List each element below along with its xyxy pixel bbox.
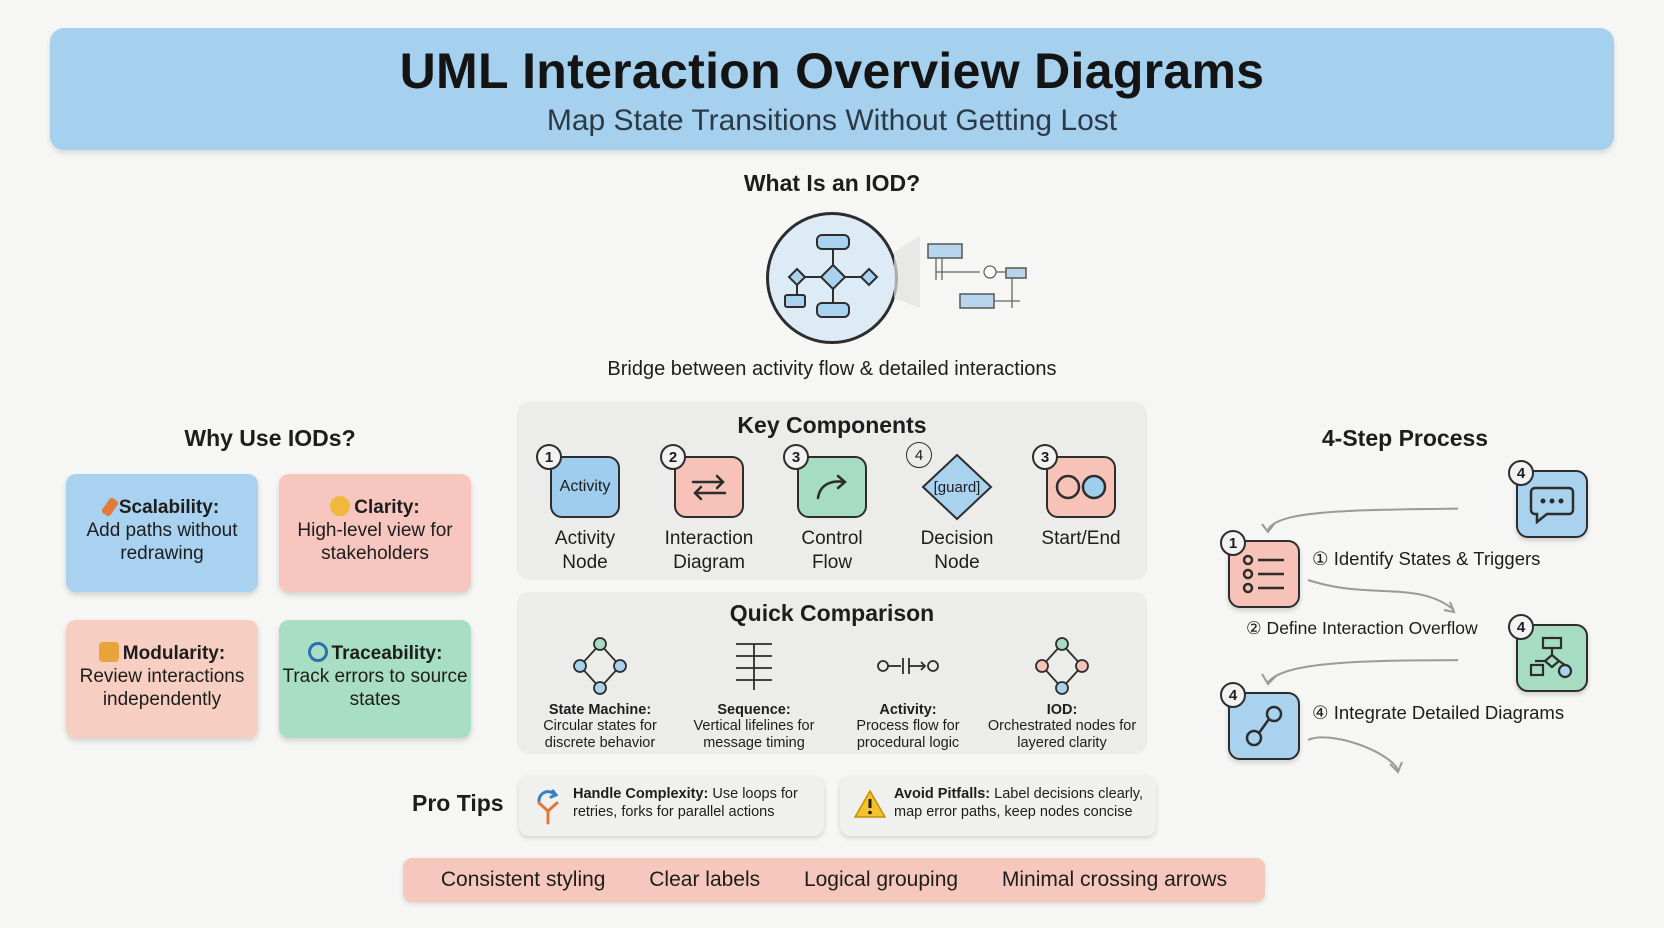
- tip-avoid-pitfalls: Avoid Pitfalls: Label decisions clearly,…: [840, 776, 1156, 836]
- card-text: Review interactions independently: [79, 666, 245, 710]
- step-identify-box: 1: [1220, 530, 1300, 608]
- iod-nodes-icon: [1035, 637, 1089, 695]
- page-subtitle: Map State Transitions Without Getting Lo…: [546, 104, 1118, 137]
- why-title: Why Use IODs?: [184, 425, 356, 451]
- step-chat-box: 4: [1508, 460, 1588, 538]
- component-label: Control Flow: [801, 528, 863, 573]
- card-text: High-level view for stakeholders: [297, 520, 453, 564]
- what-title: What Is an IOD?: [743, 170, 921, 196]
- detail-interactions-icon: [880, 228, 1030, 333]
- comparison-title: Sequence:: [717, 702, 791, 718]
- component-control-flow: 3 Control Flow: [782, 444, 882, 575]
- decision-diamond-icon: 4 [guard]: [906, 442, 993, 521]
- comparison-text: Vertical lifelines for message timing: [693, 718, 815, 751]
- principle-item: Logical grouping: [803, 868, 959, 891]
- card-text: Track errors to source states: [282, 666, 468, 710]
- sequence-lifeline-icon: [736, 643, 772, 690]
- principle-item: Clear labels: [649, 868, 761, 891]
- key-components-title: Key Components: [737, 412, 927, 438]
- component-interaction-diagram: 2 Interaction Diagram: [659, 444, 759, 575]
- chat-bubble-icon: [1529, 486, 1575, 524]
- tip-handle-complexity: Handle Complexity: Use loops for retries…: [519, 776, 824, 836]
- tip-text: Label decisions clearly, map error paths…: [894, 786, 1144, 820]
- pencil-icon: [100, 496, 120, 518]
- checklist-icon: [1242, 554, 1284, 594]
- component-number: 2: [660, 444, 686, 470]
- component-label: Interaction Diagram: [664, 528, 754, 573]
- step-integrate-box: 4: [1220, 682, 1300, 760]
- fork-loop-icon: [537, 789, 559, 825]
- principle-item: Minimal crossing arrows: [1001, 868, 1228, 891]
- start-end-icon: 3: [1032, 444, 1116, 518]
- component-number: 1: [536, 444, 562, 470]
- comparison-text: Process flow for procedural logic: [856, 718, 960, 751]
- component-start-end: 3 Start/End: [1031, 444, 1131, 551]
- component-label: Start/End: [1041, 528, 1121, 549]
- page-title: UML Interaction Overview Diagrams: [399, 43, 1265, 99]
- comparison-text: Orchestrated nodes for layered clarity: [987, 718, 1137, 751]
- step-label-integrate: ④ Integrate Detailed Diagrams: [1312, 702, 1565, 723]
- step-number: 4: [1508, 460, 1534, 486]
- puzzle-icon: [98, 642, 119, 662]
- magnifier-icon: [307, 642, 328, 662]
- what-caption: Bridge between activity flow & detailed …: [607, 358, 1057, 380]
- swap-arrows-icon: 2: [660, 444, 744, 518]
- curved-arrow-icon: 3: [783, 444, 867, 518]
- activity-flow-icon: [877, 658, 939, 674]
- key-components-panel: Key Components 1 Activity Activity Node …: [517, 402, 1147, 580]
- component-number: 4: [906, 442, 932, 468]
- smiley-icon: [330, 496, 351, 516]
- quick-comparison-panel: Quick Comparison State Machine: Circular…: [517, 592, 1147, 754]
- benefit-card-clarity: Clarity: High-level view for stakeholder…: [279, 474, 471, 592]
- state-machine-icon: [573, 637, 627, 695]
- step-define-box: 4: [1508, 614, 1588, 692]
- connected-nodes-icon: [1245, 705, 1283, 747]
- principles-bar: Consistent styling Clear labels Logical …: [403, 858, 1265, 902]
- comparison-state-machine: State Machine: Circular states for discr…: [525, 636, 675, 752]
- component-decision-node: 4 [guard] Decision Node: [906, 442, 1007, 575]
- component-activity-node: 1 Activity Activity Node: [535, 444, 635, 575]
- tip-title: Avoid Pitfalls:: [894, 786, 991, 802]
- benefit-card-modularity: Modularity: Review interactions independ…: [66, 620, 258, 738]
- process-flow-arrows: [1261, 507, 1458, 774]
- step-number: 1: [1220, 530, 1246, 556]
- component-label: Activity Node: [554, 528, 616, 573]
- benefit-card-traceability: Traceability: Track errors to source sta…: [279, 620, 471, 738]
- header-banner: UML Interaction Overview Diagrams Map St…: [50, 28, 1614, 150]
- comparison-title: Activity:: [879, 702, 937, 718]
- comparison-activity: Activity: Process flow for procedural lo…: [833, 636, 983, 752]
- step-number: 4: [1220, 682, 1246, 708]
- activity-node-icon: 1 Activity: [536, 444, 620, 518]
- iod-flow-icon: [766, 212, 898, 344]
- quick-comparison-title: Quick Comparison: [729, 600, 935, 626]
- component-number: 3: [783, 444, 809, 470]
- pro-tips-label: Pro Tips: [412, 790, 504, 816]
- comparison-sequence: Sequence: Vertical lifelines for message…: [679, 636, 829, 752]
- component-label: Decision Node: [920, 528, 994, 573]
- comparison-iod: IOD: Orchestrated nodes for layered clar…: [987, 636, 1137, 752]
- step-label-identify: ① Identify States & Triggers: [1312, 548, 1541, 569]
- comparison-text: Circular states for discrete behavior: [543, 718, 657, 751]
- comparison-title: State Machine:: [548, 702, 652, 718]
- step-label-define: ② Define Interaction Overflow: [1246, 618, 1478, 638]
- flowchart-icon: [1529, 636, 1573, 679]
- component-number: 3: [1032, 444, 1058, 470]
- comparison-title: IOD:: [1046, 702, 1078, 718]
- tip-text: Use loops for retries, forks for paralle…: [573, 786, 798, 820]
- card-text: Add paths without redrawing: [86, 520, 238, 564]
- principle-item: Consistent styling: [440, 868, 606, 891]
- process-title: 4-Step Process: [1321, 425, 1489, 451]
- benefit-card-scalability: Scalability: Add paths without redrawing: [66, 474, 258, 592]
- warning-icon: [854, 789, 886, 818]
- step-number: 4: [1508, 614, 1534, 640]
- tip-title: Handle Complexity:: [573, 786, 709, 802]
